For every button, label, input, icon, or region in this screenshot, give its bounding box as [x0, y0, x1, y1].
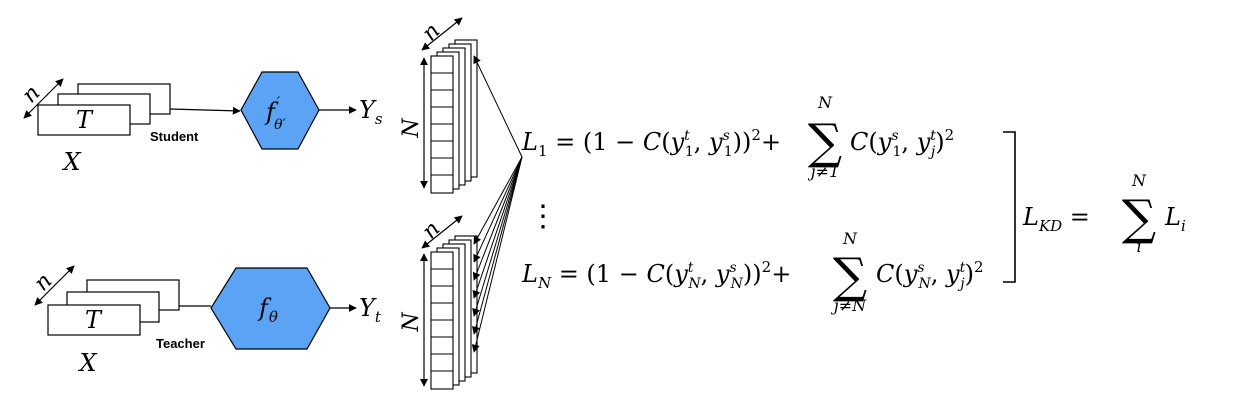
teacher-connector-5	[472, 156, 523, 317]
svg-text:Li: Li	[1164, 203, 1186, 235]
student-stack-depth-arrow	[421, 17, 463, 51]
student-size-label: N	[399, 118, 424, 139]
teacher-frame-label: T	[85, 306, 103, 334]
teacher-connector-1	[473, 156, 523, 245]
teacher-logit-stack	[430, 235, 478, 390]
eqn-sum-upper: N	[842, 229, 858, 248]
teacher-connector-6	[472, 156, 523, 335]
eqn-sum-lower: j≠N	[831, 296, 867, 315]
svg-text:C(ys1, ytj)2: C(ys1, ytj)2	[850, 126, 954, 160]
teacher-depth-label: n	[30, 269, 58, 297]
eqn-sum-symbol: ∑	[833, 248, 867, 304]
teacher-connector-7	[471, 156, 523, 353]
student-role-label: Student	[150, 129, 199, 144]
student-stack-depth-label: n	[418, 19, 446, 47]
teacher-connector-2	[473, 156, 523, 263]
eq1-sum-upper: N	[817, 93, 833, 112]
svg-text:C(ysN, ytj)2: C(ysN, ytj)2	[876, 258, 983, 292]
teacher-connector-4	[472, 156, 523, 299]
student-input-label: X	[61, 148, 81, 176]
teacher-size-label: N	[399, 312, 424, 333]
svg-text:LN = (1 − C(ytN, ysN))2+: LN = (1 − C(ytN, ysN))2+	[521, 258, 791, 292]
student-depth-arrow	[23, 78, 64, 119]
kd-sum-symbol: ∑	[1122, 190, 1156, 246]
teacher-branch: T n X Teacher fθ Yt N	[30, 215, 478, 390]
eq1-sum-symbol: ∑	[808, 114, 842, 170]
student-branch: T n X Student f′θ′ Ys N	[18, 17, 478, 194]
teacher-input-frames	[47, 279, 180, 336]
student-logit-stack	[430, 39, 478, 194]
teacher-stack-depth-label: n	[418, 217, 446, 245]
similarity-connectors	[471, 55, 523, 353]
svg-text:LKD =: LKD =	[1022, 203, 1090, 235]
student-frame-label: T	[76, 106, 94, 134]
eq1-sum-lower: j≠1	[808, 162, 840, 181]
teacher-depth-arrow	[34, 265, 75, 306]
student-to-equation-line	[473, 55, 523, 158]
svg-text:L1 = (1 − C(yt1, ys1))2+: L1 = (1 − C(yt1, ys1))2+	[521, 126, 781, 160]
teacher-connector-3	[472, 156, 523, 281]
teacher-input-label: X	[77, 349, 97, 377]
teacher-model-hexagon	[210, 267, 331, 350]
loss-bracket	[1003, 131, 1016, 283]
student-input-arrow	[169, 106, 241, 115]
kd-loss-equation: LKD = N ∑ i Li	[1022, 171, 1186, 256]
student-output-label: Ys	[359, 96, 383, 128]
student-depth-label: n	[18, 81, 46, 109]
teacher-stack-depth-arrow	[421, 215, 463, 249]
teacher-role-label: Teacher	[156, 336, 205, 351]
student-input-frames	[37, 83, 171, 136]
student-model-hexagon	[240, 71, 320, 150]
teacher-output-label: Yt	[359, 294, 382, 326]
equation-ellipsis: ⋮	[528, 199, 558, 234]
kd-sum-lower: i	[1136, 237, 1141, 256]
kd-sum-upper: N	[1131, 171, 1147, 190]
